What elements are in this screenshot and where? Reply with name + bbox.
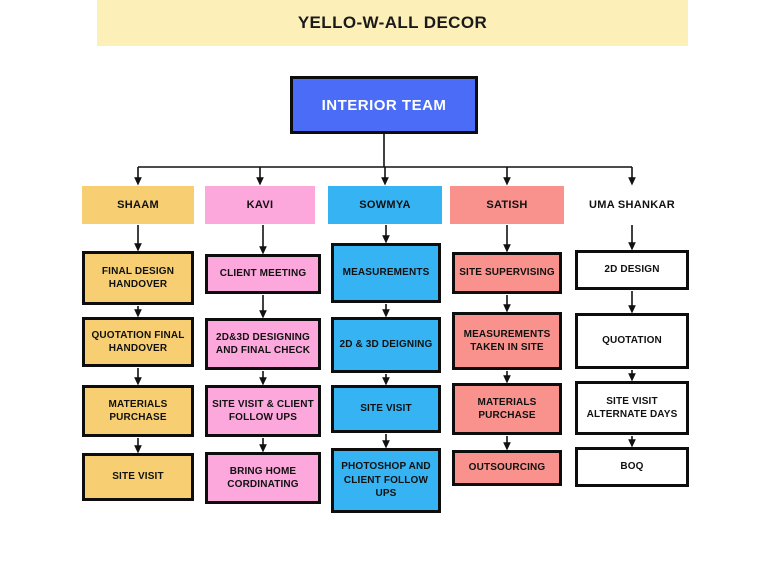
task-box[interactable]: MEASUREMENTS TAKEN IN SITE xyxy=(452,312,562,370)
task-box[interactable]: SITE VISIT ALTERNATE DAYS xyxy=(575,381,689,435)
task-box-label: CLIENT MEETING xyxy=(219,268,307,280)
task-box[interactable]: PHOTOSHOP AND CLIENT FOLLOW UPS xyxy=(331,448,441,513)
task-box[interactable]: BOQ xyxy=(575,447,689,487)
task-box-label: SITE VISIT xyxy=(360,403,412,415)
task-box-label: SITE VISIT & CLIENT FOLLOW UPS xyxy=(212,398,314,424)
dept-header-label: SHAAM xyxy=(117,198,159,211)
root-node-label: INTERIOR TEAM xyxy=(321,96,447,114)
task-box-label: 2D&3D DESIGNING AND FINAL CHECK xyxy=(215,331,311,357)
dept-header-label: SOWMYA xyxy=(359,198,411,211)
task-box-label: SITE VISIT xyxy=(112,471,164,483)
task-box-label: 2D DESIGN xyxy=(604,264,660,276)
task-box-label: OUTSOURCING xyxy=(468,462,546,474)
root-node-interior-team[interactable]: INTERIOR TEAM xyxy=(290,76,478,134)
task-box-label: MEASUREMENTS xyxy=(342,267,430,279)
dept-header-satish[interactable]: SATISH xyxy=(450,186,564,224)
task-box[interactable]: MEASUREMENTS xyxy=(331,243,441,303)
task-box[interactable]: 2D DESIGN xyxy=(575,250,689,290)
task-box[interactable]: QUOTATION xyxy=(575,313,689,369)
task-box-label: MEASUREMENTS TAKEN IN SITE xyxy=(463,328,551,354)
task-box-label: QUOTATION FINAL HANDOVER xyxy=(91,329,185,355)
task-box[interactable]: SITE SUPERVISING xyxy=(452,252,562,294)
dept-header-label: KAVI xyxy=(246,198,274,211)
task-box[interactable]: 2D & 3D DEIGNING xyxy=(331,317,441,373)
task-box[interactable]: BRING HOME CORDINATING xyxy=(205,452,321,504)
task-box-label: MATERIALS PURCHASE xyxy=(108,398,168,424)
task-box[interactable]: MATERIALS PURCHASE xyxy=(452,383,562,435)
dept-header-kavi[interactable]: KAVI xyxy=(205,186,315,224)
task-box-label: FINAL DESIGN HANDOVER xyxy=(101,265,175,291)
task-box-label: 2D & 3D DEIGNING xyxy=(339,339,433,351)
task-box[interactable]: SITE VISIT xyxy=(331,385,441,433)
dept-header-label: SATISH xyxy=(486,198,528,211)
task-box-label: PHOTOSHOP AND CLIENT FOLLOW UPS xyxy=(341,461,431,500)
dept-header-uma-shankar[interactable]: UMA SHANKAR xyxy=(575,186,689,224)
task-box[interactable]: SITE VISIT & CLIENT FOLLOW UPS xyxy=(205,385,321,437)
task-box[interactable]: CLIENT MEETING xyxy=(205,254,321,294)
task-box[interactable]: FINAL DESIGN HANDOVER xyxy=(82,251,194,305)
task-box[interactable]: 2D&3D DESIGNING AND FINAL CHECK xyxy=(205,318,321,370)
task-box-label: BOQ xyxy=(620,461,644,473)
dept-header-sowmya[interactable]: SOWMYA xyxy=(328,186,442,224)
task-box-label: SITE VISIT ALTERNATE DAYS xyxy=(586,395,678,421)
task-box[interactable]: SITE VISIT xyxy=(82,453,194,501)
task-box[interactable]: OUTSOURCING xyxy=(452,450,562,486)
task-box[interactable]: MATERIALS PURCHASE xyxy=(82,385,194,437)
dept-header-shaam[interactable]: SHAAM xyxy=(82,186,194,224)
task-box-label: QUOTATION xyxy=(602,335,662,347)
task-box-label: BRING HOME CORDINATING xyxy=(227,465,299,491)
task-box-label: MATERIALS PURCHASE xyxy=(477,396,537,422)
task-box[interactable]: QUOTATION FINAL HANDOVER xyxy=(82,317,194,367)
chart-title-banner: YELLO-W-ALL DECOR xyxy=(97,0,688,46)
task-box-label: SITE SUPERVISING xyxy=(459,267,555,279)
chart-title: YELLO-W-ALL DECOR xyxy=(297,13,488,32)
dept-header-label: UMA SHANKAR xyxy=(589,198,675,211)
